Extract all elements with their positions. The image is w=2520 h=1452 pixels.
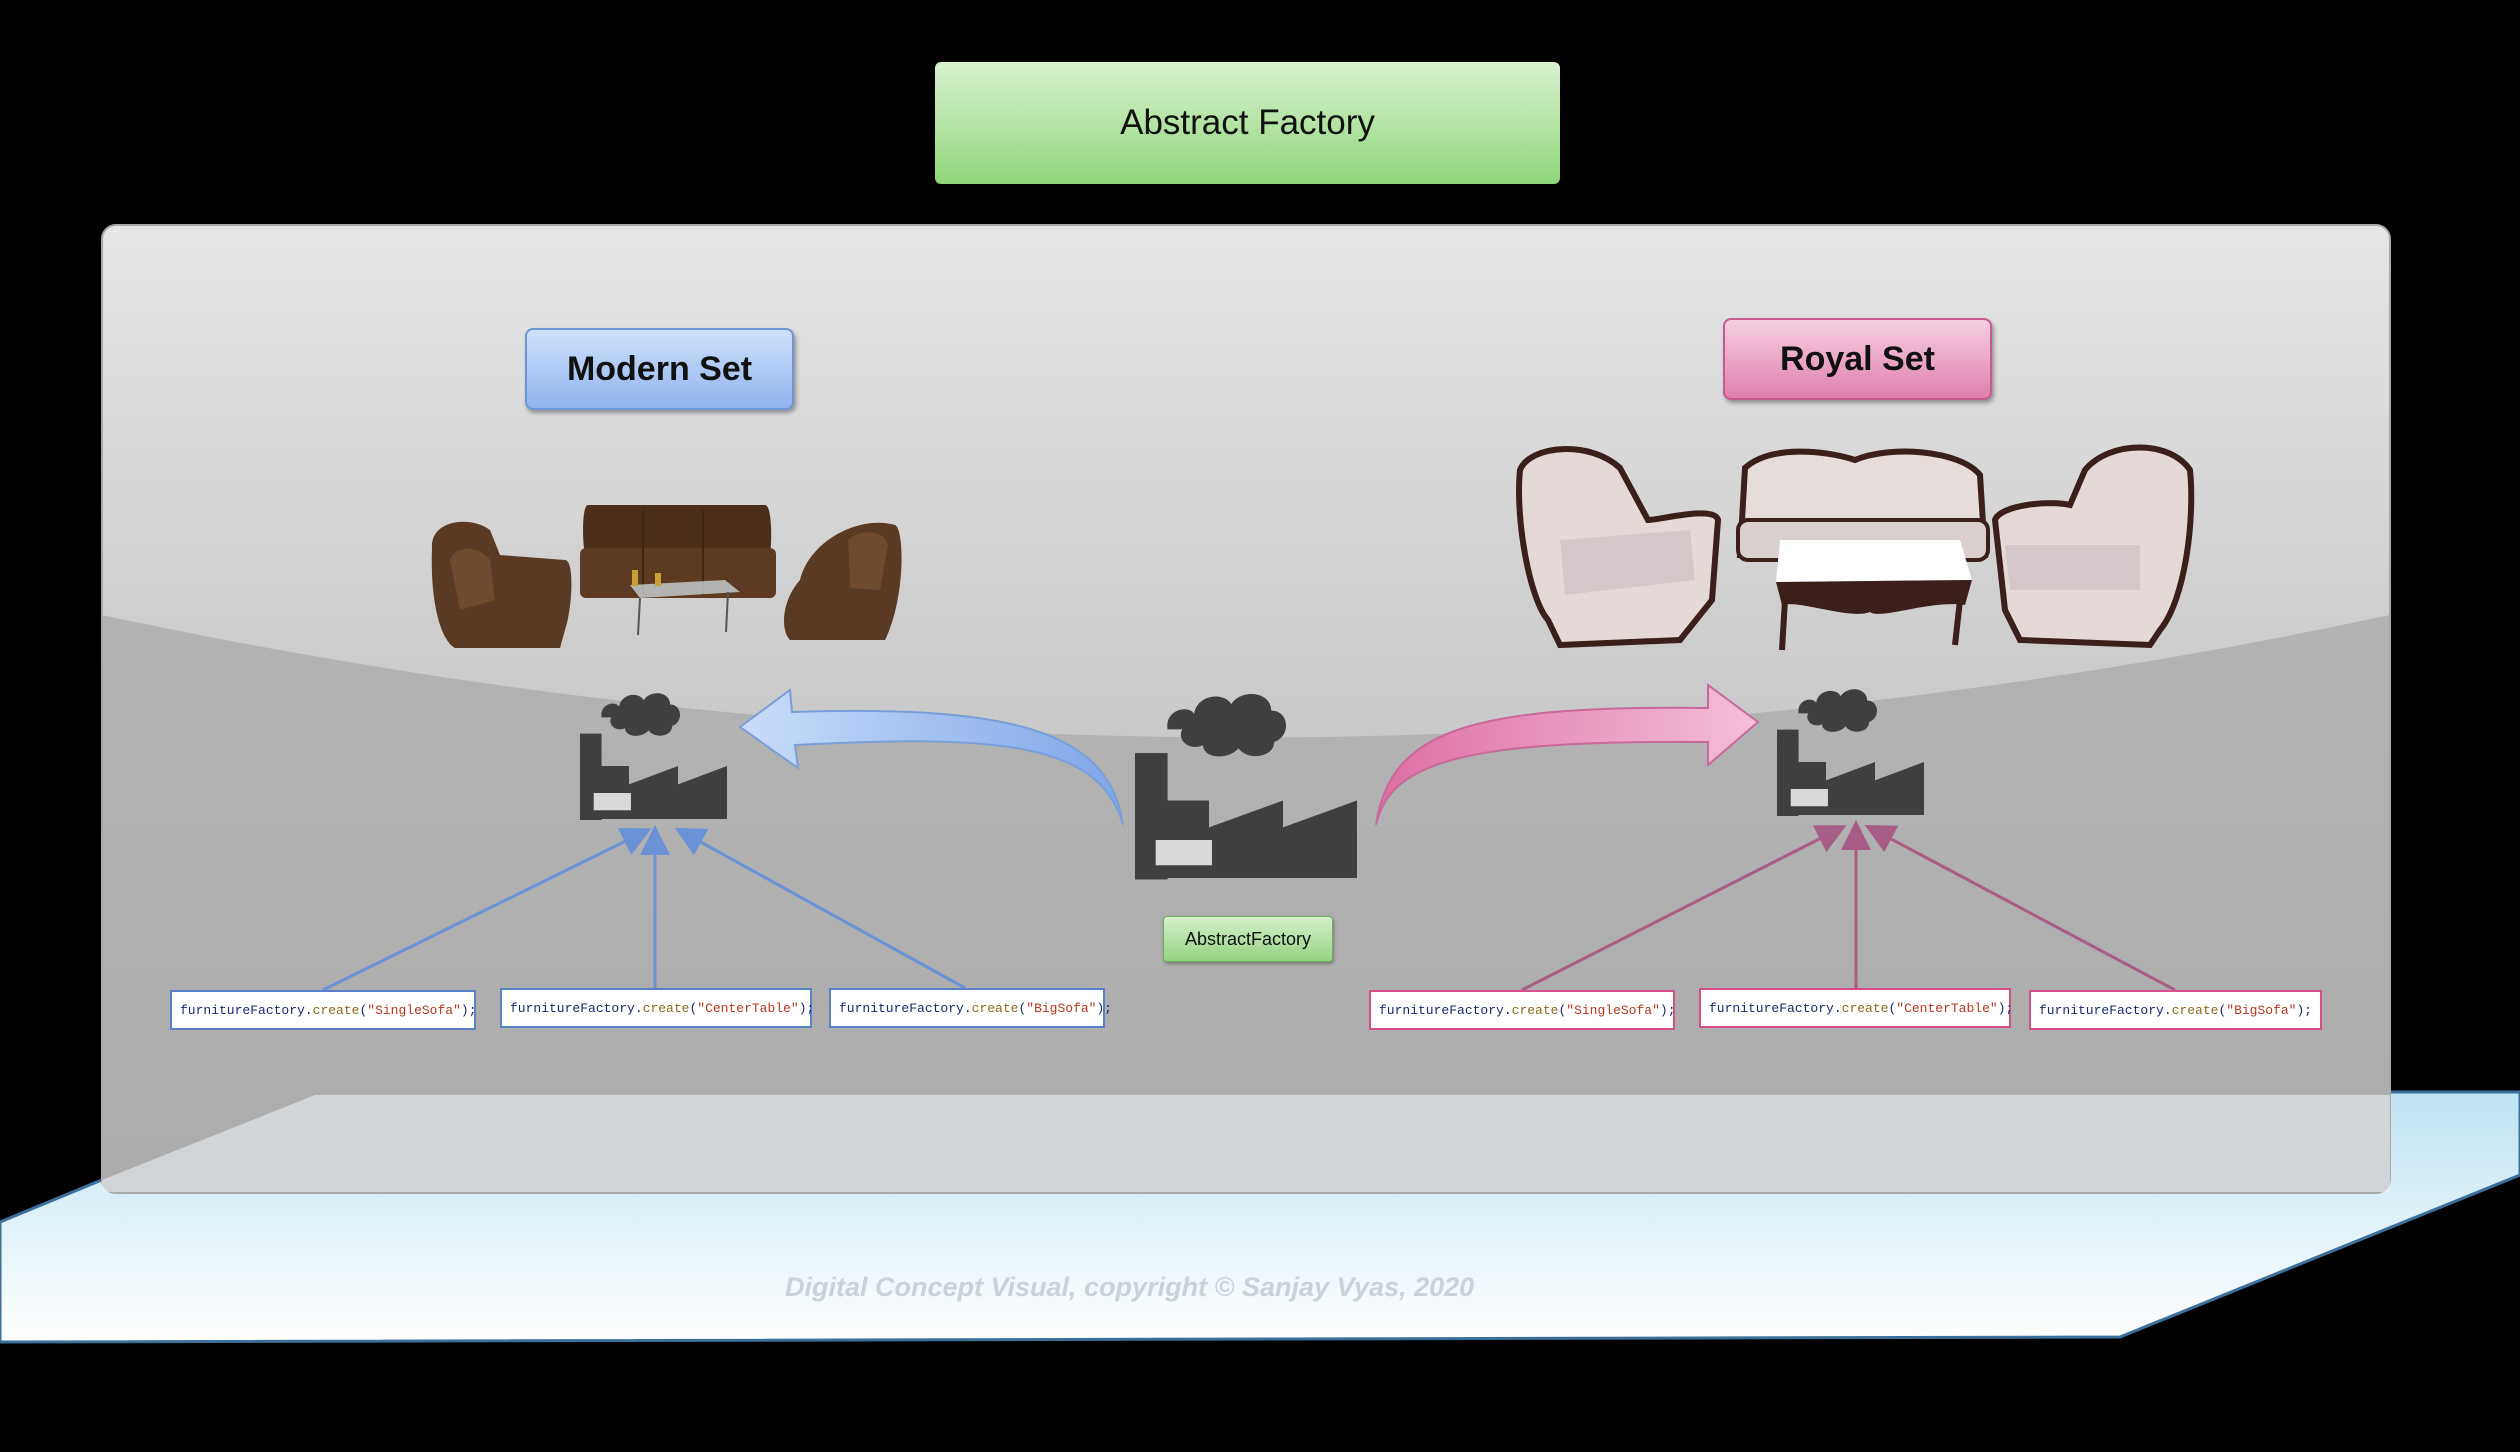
abstract-factory-label: AbstractFactory <box>1163 916 1333 962</box>
modern-furniture-image <box>431 505 902 648</box>
modern-creation-arrow <box>738 688 1124 826</box>
code-arg: "BigSofa" <box>2226 1002 2297 1018</box>
code-arg: "SingleSofa" <box>1566 1002 1660 1018</box>
modern-code-center-table: furnitureFactory.create("CenterTable"); <box>500 988 814 1028</box>
code-object: furnitureFactory <box>839 1000 964 1016</box>
royal-code-single-sofa: furnitureFactory.create("SingleSofa"); <box>1369 990 1676 1030</box>
royal-set-label: Royal Set <box>1723 318 1992 400</box>
modern-code-big-sofa: furnitureFactory.create("BigSofa"); <box>829 988 1112 1028</box>
code-arg: "BigSofa" <box>1026 1000 1097 1016</box>
panel-lower-shade <box>102 615 2390 1193</box>
modern-set-label: Modern Set <box>525 328 794 410</box>
code-object: furnitureFactory <box>510 1000 635 1016</box>
code-method: create <box>642 1000 690 1016</box>
code-arg: "CenterTable" <box>1896 1000 1998 1016</box>
code-arg: "SingleSofa" <box>367 1002 461 1018</box>
diagram-title: Abstract Factory <box>935 62 1560 184</box>
modern-connectors <box>322 825 966 992</box>
royal-code-big-sofa: furnitureFactory.create("BigSofa"); <box>2029 990 2322 1030</box>
royal-connectors <box>1521 820 2176 992</box>
code-arg: "CenterTable" <box>697 1000 799 1016</box>
royal-furniture-image <box>1516 444 2195 651</box>
code-object: furnitureFactory <box>180 1002 305 1018</box>
code-method: create <box>971 1000 1019 1016</box>
modern-code-single-sofa: furnitureFactory.create("SingleSofa"); <box>170 990 477 1030</box>
code-method: create <box>1511 1002 1559 1018</box>
code-object: furnitureFactory <box>1379 1002 1504 1018</box>
code-method: create <box>2171 1002 2219 1018</box>
copyright-text: Digital Concept Visual, copyright © Sanj… <box>785 1272 1475 1302</box>
royal-code-center-table: furnitureFactory.create("CenterTable"); <box>1699 988 2013 1028</box>
code-object: furnitureFactory <box>1709 1000 1834 1016</box>
code-method: create <box>312 1002 360 1018</box>
code-method: create <box>1841 1000 1889 1016</box>
royal-creation-arrow <box>1375 683 1760 826</box>
code-object: furnitureFactory <box>2039 1002 2164 1018</box>
